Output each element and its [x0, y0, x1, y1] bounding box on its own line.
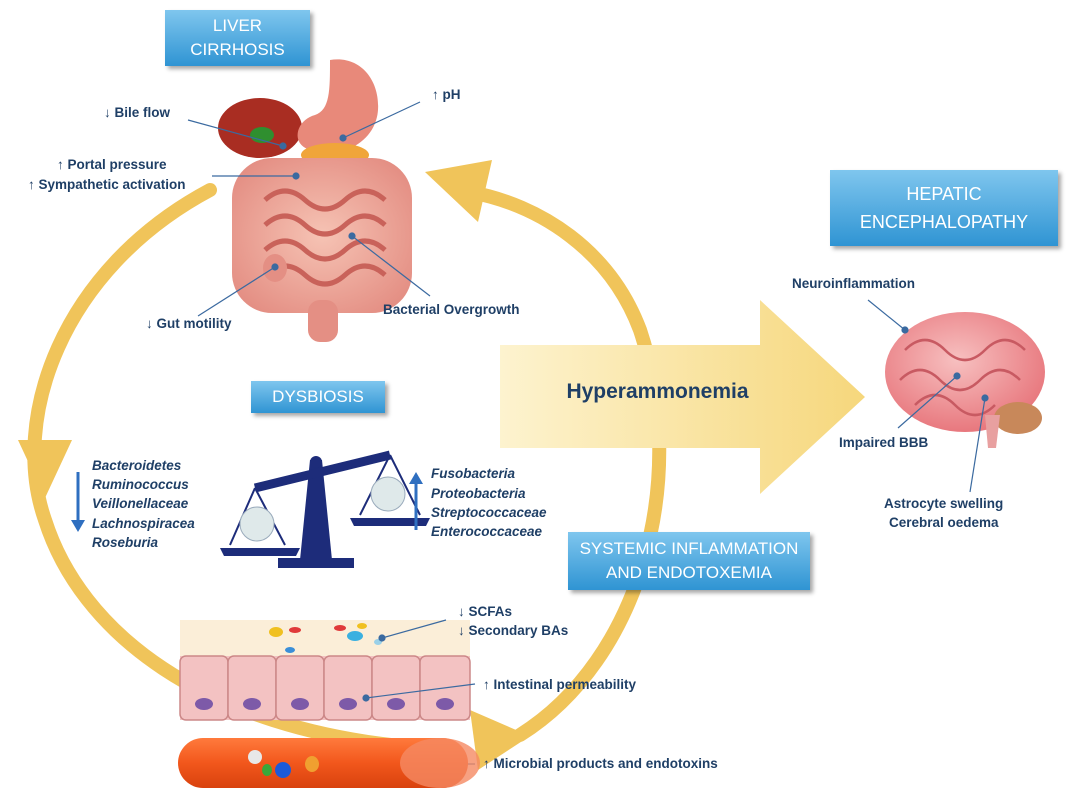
systemic-inflammation-box: SYSTEMIC INFLAMMATION AND ENDOTOXEMIA [568, 532, 810, 590]
cerebellum [994, 402, 1042, 434]
bacterial-overgrowth-label: Bacterial Overgrowth [383, 302, 520, 317]
hepatic-encephalopathy-box: HEPATIC ENCEPHALOPATHY [830, 170, 1058, 246]
brain-illustration [885, 312, 1045, 448]
rectum-shape [308, 300, 338, 342]
gut-motility-label: ↓ Gut motility [146, 316, 232, 331]
hyperammonemia-label: Hyperammonemia [566, 380, 749, 403]
hepatic-encephalopathy-line-1: HEPATIC [906, 184, 982, 204]
increased-taxon-proteobacteria: Proteobacteria [431, 486, 526, 501]
neuroinflammation-label: Neuroinflammation [792, 276, 916, 291]
dysbiosis-box: DYSBIOSIS [251, 381, 385, 413]
impaired-bbb-label: Impaired BBB [839, 435, 929, 450]
scale-beam [253, 450, 392, 493]
cycle-arrowhead-left [18, 440, 72, 498]
astrocyte-swelling-label: Astrocyte swelling [884, 496, 1004, 511]
decreased-taxon-ruminococcus: Ruminococcus [92, 477, 189, 492]
scfas-label: ↓ SCFAs [458, 604, 513, 619]
brain-pointers [867, 299, 989, 493]
cycle-arrowhead-top [425, 160, 492, 222]
cycle-arrowhead-bottom [470, 710, 530, 770]
decreased-taxon-roseburia: Roseburia [92, 535, 159, 550]
bile-flow-label: ↓ Bile flow [104, 105, 171, 120]
sympathetic-activation-label: ↑ Sympathetic activation [28, 177, 186, 192]
decreased-taxon-veillonellaceae: Veillonellaceae [92, 496, 189, 511]
taxa-arrows [71, 472, 423, 532]
hyperammonemia-arrow [500, 300, 865, 494]
brain-folds [899, 338, 1026, 417]
increased-taxon-enterococcaceae: Enterococcaceae [431, 524, 543, 539]
gut-pointers [187, 101, 431, 317]
portal-pressure-label: ↑ Portal pressure [57, 157, 167, 172]
systemic-inflammation-line-2: AND ENDOTOXEMIA [606, 563, 772, 582]
increased-taxon-fusobacteria: Fusobacteria [431, 466, 516, 481]
liver-cirrhosis-box: LIVER CIRRHOSIS [165, 10, 310, 66]
mucus-layer [180, 620, 470, 656]
epithelial-cells [179, 655, 471, 721]
cell-nuclei [195, 698, 454, 710]
decreased-taxon-bacteroidetes: Bacteroidetes [92, 458, 182, 473]
dysbiosis-label: DYSBIOSIS [272, 387, 364, 406]
liver-cirrhosis-line-1: LIVER [212, 16, 263, 35]
cycle-arc-right [463, 185, 667, 742]
increased-taxon-streptococcaceae: Streptococcaceae [431, 505, 547, 520]
brainstem [985, 415, 1000, 448]
luminal-bacteria [269, 623, 382, 653]
cerebrum [885, 312, 1045, 432]
scale-base [300, 460, 332, 560]
secondary-bas-label: ↓ Secondary BAs [458, 623, 569, 638]
liver-cirrhosis-line-2: CIRRHOSIS [190, 40, 285, 59]
balance-scale [220, 450, 430, 568]
hepatic-encephalopathy-line-2: ENCEPHALOPATHY [859, 212, 1029, 232]
scale-pan-right [350, 518, 430, 526]
microbial-products-label: ↑ Microbial products and endotoxins [483, 756, 718, 771]
intestinal-epithelium [179, 620, 471, 721]
bacteria-cluster-left [239, 506, 275, 542]
stomach-shape [297, 59, 379, 153]
scale-pan-left [220, 548, 300, 556]
small-intestine-coils [263, 188, 387, 287]
digestive-system [218, 59, 412, 342]
blood-vessel [178, 738, 480, 788]
bacteria-cluster-right [370, 476, 406, 512]
ph-label: ↑ pH [432, 87, 461, 102]
systemic-inflammation-line-1: SYSTEMIC INFLAMMATION [579, 539, 799, 558]
intestinal-permeability-label: ↑ Intestinal permeability [483, 677, 637, 692]
cerebral-oedema-label: Cerebral oedema [889, 515, 999, 530]
decreased-taxon-lachnospiracea: Lachnospiracea [92, 516, 195, 531]
